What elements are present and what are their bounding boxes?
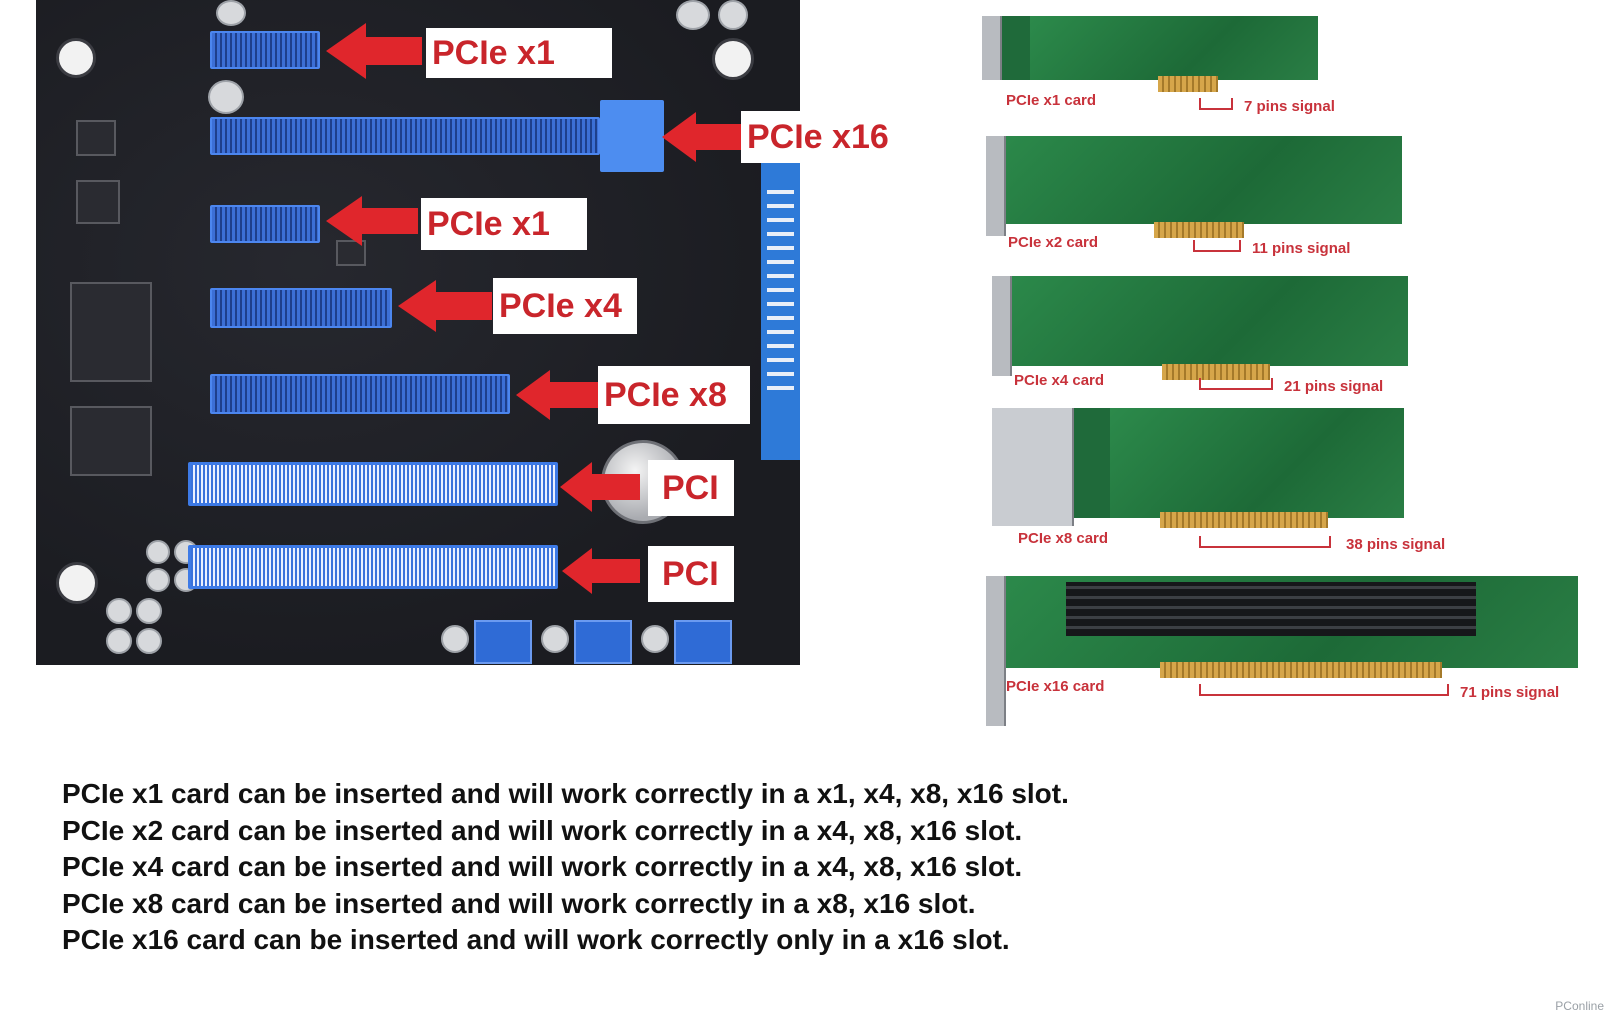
arrow-icon [398,280,492,332]
arrow-icon [326,196,418,246]
note-line: PCIe x16 card can be inserted and will w… [62,924,1010,955]
pci-slot [188,545,558,589]
slot-label-pcie-x8: PCIe x8 [598,366,750,424]
card-label: PCIe x1 card [1006,92,1097,109]
capacitor [216,0,246,26]
small-chip [76,180,120,224]
pcie-x16-slot [210,117,600,155]
pin-bracket [1199,536,1331,548]
pcie-x4-slot [210,288,392,328]
capacitor [641,625,669,653]
card-gold-fingers [1158,76,1218,92]
slot-label-pcie-x16: PCIe x16 [741,111,893,163]
pin-count-label: 21 pins signal [1284,378,1384,395]
pin-count-label: 11 pins signal [1252,240,1351,257]
card-gold-fingers [1162,364,1270,380]
slot-label-pcie-x4: PCIe x4 [493,278,637,334]
compatibility-notes: PCIe x1 card can be inserted and will wo… [62,776,1069,959]
capacitor [676,0,710,30]
usb-header [674,620,732,664]
card-label: PCIe x8 card [1018,530,1109,547]
capacitor [146,540,170,564]
io-chip [70,406,152,476]
card-label: PCIe x4 card [1014,372,1105,389]
capacitor [441,625,469,653]
card-pcb [1110,408,1404,518]
capacitor [208,80,244,114]
pcie-x16-latch [600,100,664,172]
arrow-icon [516,370,600,420]
card-label: PCIe x2 card [1008,234,1099,251]
card-bracket [986,136,1006,236]
pcie-x8-slot [210,374,510,414]
capacitor [136,628,162,654]
note-line: PCIe x2 card can be inserted and will wo… [62,814,1023,846]
pcie-x1-card-image [982,16,1318,92]
pcie-x1-slot [210,31,320,69]
arrow-icon [662,112,742,162]
mounting-hole [712,38,754,80]
slot-label-pcie-x1: PCIe x1 [421,198,587,250]
card-pcb [994,136,1402,224]
slot-label-pci: PCI [648,460,734,516]
usb-header [474,620,532,664]
io-chip [70,282,152,382]
mounting-hole [56,562,98,604]
pin-bracket [1199,684,1449,696]
card-bracket [992,408,1074,526]
note-line: PCIe x1 card can be inserted and will wo… [62,778,1069,809]
capacitor [718,0,748,30]
card-heatsink [1066,582,1476,636]
usb-header [574,620,632,664]
card-pcb [1030,16,1318,80]
pin-count-label: 71 pins signal [1460,684,1560,701]
pcie-x2-card-image [986,136,1402,238]
arrow-icon [562,548,640,594]
arrow-icon [326,23,422,79]
pci-slot [188,462,558,506]
card-bracket [992,276,1012,376]
pin-count-label: 38 pins signal [1346,536,1446,553]
capacitor [106,628,132,654]
slot-label-pci: PCI [648,546,734,602]
small-chip [76,120,116,156]
capacitor [106,598,132,624]
card-gold-fingers [1160,512,1328,528]
slot-label-pcie-x1: PCIe x1 [426,28,612,78]
card-label: PCIe x16 card [1006,678,1105,695]
chipset-heatsink [761,150,800,460]
card-bracket [986,576,1006,726]
watermark: PConline [1555,999,1604,1013]
pcie-x1-slot [210,205,320,243]
pcie-x16-card-image [986,576,1578,726]
note-line: PCIe x4 card can be inserted and will wo… [62,851,1023,882]
pcie-x4-card-image [992,276,1408,380]
pin-bracket [1199,98,1233,110]
pin-bracket [1199,378,1273,390]
card-pcb [1000,276,1408,366]
capacitor [541,625,569,653]
pcie-x8-card-image [992,408,1404,528]
capacitor [136,598,162,624]
note-line: PCIe x8 card can be inserted and will wo… [62,887,976,919]
card-gold-fingers [1160,662,1442,678]
pin-bracket [1193,240,1241,252]
card-gold-fingers [1154,222,1244,238]
motherboard-image [36,0,800,665]
mounting-hole [56,38,96,78]
arrow-icon [560,462,640,512]
card-bracket [982,16,1002,80]
capacitor [146,568,170,592]
pin-count-label: 7 pins signal [1244,98,1335,115]
